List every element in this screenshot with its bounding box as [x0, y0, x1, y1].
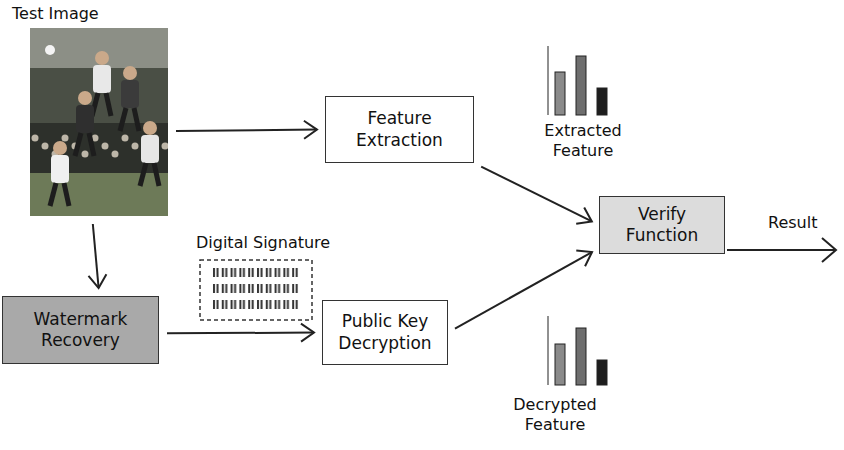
photo-crowd-head: [32, 135, 39, 142]
connector-arrow: [481, 167, 592, 224]
photo-crowd-head: [62, 135, 69, 142]
photo-crowd-head: [82, 151, 89, 158]
photo-crowd-head: [102, 143, 109, 150]
photo-ball: [45, 45, 55, 55]
connector-line: [167, 332, 314, 335]
photo-player-head: [78, 91, 92, 105]
photo-player-leg: [64, 183, 69, 206]
connector-line: [455, 252, 592, 329]
box-label: Watermark Recovery: [11, 309, 150, 352]
process-box: Public Key Decryption: [322, 300, 448, 365]
photo-player-leg: [140, 163, 146, 186]
image-node: Test Image: [30, 4, 168, 216]
annotation-label: Digital Signature: [196, 233, 324, 253]
photo-player-head: [95, 51, 109, 65]
photo-player-body: [93, 65, 111, 93]
output-arrow: [727, 238, 836, 262]
connector-arrow: [88, 224, 106, 288]
annotation-label: Result: [768, 213, 840, 233]
arrowhead: [304, 121, 317, 139]
photo-player-leg: [89, 133, 94, 156]
box-label: Feature Extraction: [334, 108, 465, 151]
box-text-group: Public Key Decryption: [331, 311, 439, 354]
photo-player-body: [51, 155, 69, 183]
photo-illustration: [30, 28, 168, 216]
photo-player-body: [121, 80, 139, 108]
annotation-label: Extracted Feature: [528, 121, 638, 161]
photo-player-leg: [154, 163, 159, 186]
photo-player-leg: [134, 108, 139, 131]
photo-crowd-head: [122, 135, 129, 142]
process-box: Verify Function: [599, 196, 725, 254]
box-text-group: Watermark Recovery: [11, 309, 150, 352]
photo-player-leg: [50, 183, 56, 206]
process-box: Feature Extraction: [325, 96, 474, 163]
photo-pitch: [30, 173, 168, 216]
box-label: Public Key Decryption: [331, 311, 439, 354]
box-label: Verify Function: [608, 204, 716, 247]
bar-chart: [548, 316, 607, 385]
process-box: Watermark Recovery: [2, 296, 159, 364]
connector-arrow: [455, 251, 592, 329]
arrowhead: [301, 324, 314, 342]
connector-arrow: [176, 121, 317, 139]
photo-crowd-head: [132, 143, 139, 150]
image-heading: Test Image: [12, 4, 150, 28]
box-text-group: Feature Extraction: [334, 108, 465, 151]
signature-block: [200, 260, 312, 320]
photo-player-body: [76, 105, 94, 133]
photo-player-leg: [75, 133, 81, 156]
connector-line: [481, 167, 592, 222]
arrowhead: [576, 208, 592, 224]
bar-chart: [548, 46, 607, 115]
photo-crowd-head: [42, 143, 49, 150]
photo-player-body: [141, 135, 159, 163]
connector-line: [176, 130, 317, 132]
connector-arrow: [167, 324, 314, 342]
photo-player-head: [123, 66, 137, 80]
connector-line: [93, 224, 99, 288]
photo-player-leg: [106, 93, 111, 116]
photo-crowd-head: [162, 143, 169, 150]
photo-player-leg: [120, 108, 126, 131]
photo-player-head: [53, 141, 67, 155]
arrowhead: [88, 274, 106, 288]
photo-player-head: [143, 121, 157, 135]
arrowhead: [576, 251, 592, 267]
annotation-label: Decrypted Feature: [500, 395, 610, 435]
photo-ground: [30, 28, 168, 216]
box-text-group: Verify Function: [608, 204, 716, 247]
photo-sky: [30, 28, 168, 68]
photo-crowd-head: [112, 151, 119, 158]
